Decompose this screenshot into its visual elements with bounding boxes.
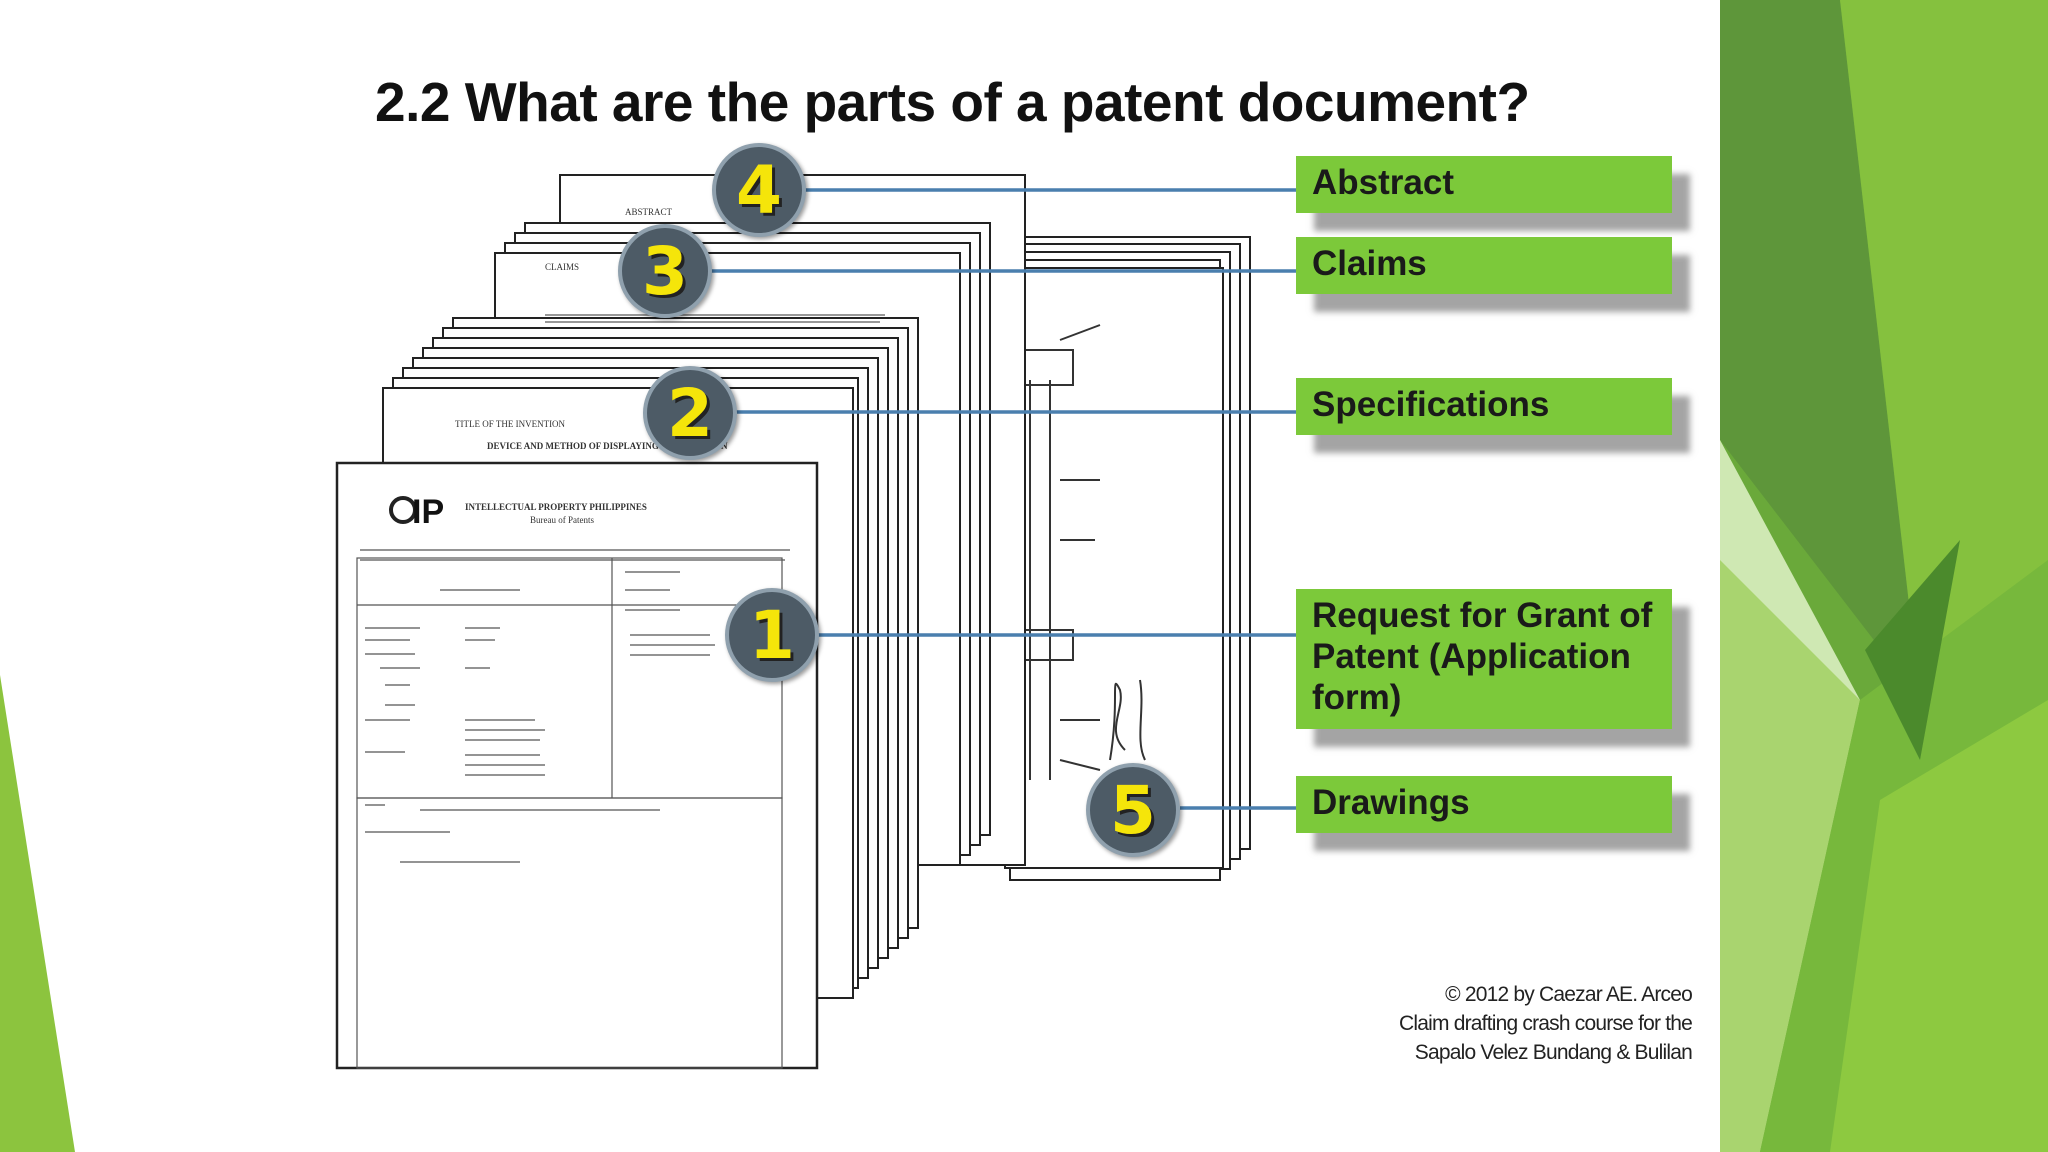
badge-specifications: 2 bbox=[643, 366, 737, 460]
credit-block: © 2012 by Caezar AE. Arceo Claim draftin… bbox=[1399, 980, 1692, 1067]
header-org: INTELLECTUAL PROPERTY PHILIPPINES bbox=[465, 502, 647, 512]
badge-request: 1 bbox=[725, 588, 819, 682]
logo-text: IP bbox=[412, 493, 444, 531]
abstract-heading: ABSTRACT bbox=[625, 207, 673, 217]
title-of-invention-heading: TITLE OF THE INVENTION bbox=[455, 419, 566, 429]
claims-heading: CLAIMS bbox=[545, 262, 579, 272]
label-abstract: Abstract bbox=[1296, 156, 1672, 213]
credit-line-1: © 2012 by Caezar AE. Arceo bbox=[1399, 980, 1692, 1009]
credit-line-3: Sapalo Velez Bundang & Bulilan bbox=[1399, 1038, 1692, 1067]
application-form-page bbox=[337, 463, 817, 1068]
badge-abstract: 4 bbox=[712, 143, 806, 237]
label-drawings: Drawings bbox=[1296, 776, 1672, 833]
label-specifications: Specifications bbox=[1296, 378, 1672, 435]
label-claims: Claims bbox=[1296, 237, 1672, 294]
badge-claims: 3 bbox=[618, 224, 712, 318]
credit-line-2: Claim drafting crash course for the bbox=[1399, 1009, 1692, 1038]
header-bureau: Bureau of Patents bbox=[530, 515, 594, 525]
label-request: Request for Grant of Patent (Application… bbox=[1296, 589, 1672, 729]
badge-drawings: 5 bbox=[1086, 763, 1180, 857]
